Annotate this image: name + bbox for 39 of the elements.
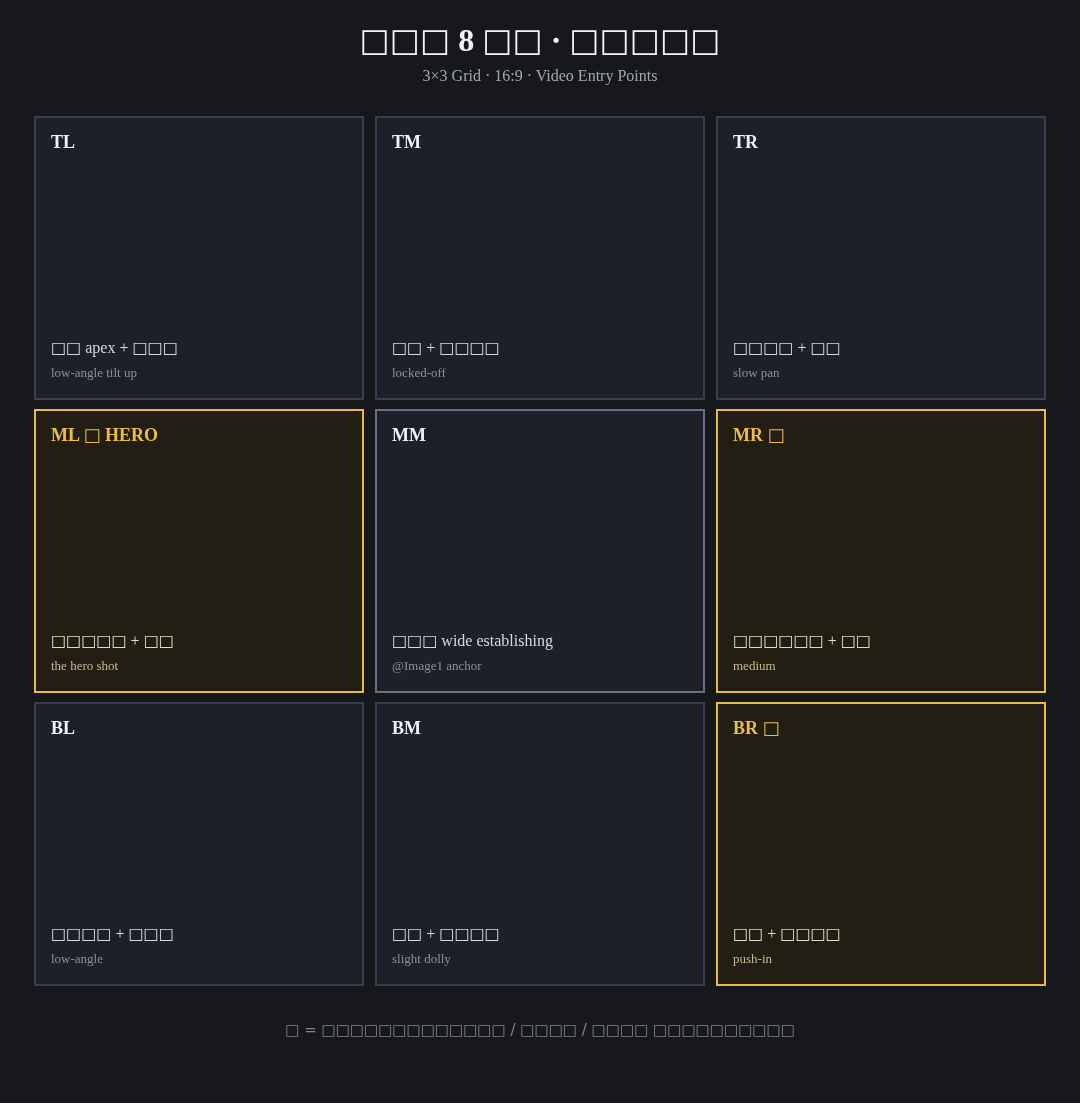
title: □□□ 8 □□ · □□□□□ xyxy=(359,20,721,60)
shot-card xyxy=(716,409,1046,693)
shot-description: □□□□ + □□ xyxy=(733,337,841,359)
cell-label: MM xyxy=(392,424,426,447)
shot-description: □□ + □□□□ xyxy=(392,923,500,945)
subtitle: 3×3 Grid · 16:9 · Video Entry Points xyxy=(422,66,658,87)
shot-description: □□ + □□□□ xyxy=(733,923,841,945)
cell-label: TM xyxy=(392,131,421,154)
camera-move: low-angle tilt up xyxy=(51,364,137,382)
shot-description: □□□□□□ + □□ xyxy=(733,630,871,652)
shot-card xyxy=(716,702,1046,986)
camera-move: locked-off xyxy=(392,364,446,382)
shot-card xyxy=(375,409,705,693)
shot-description: □□ apex + □□□ xyxy=(51,337,178,359)
cell-label: TL xyxy=(51,131,75,154)
shot-description: □□□□ + □□□ xyxy=(51,923,174,945)
shot-card xyxy=(716,116,1046,400)
shot-card xyxy=(34,702,364,986)
cell-label: BL xyxy=(51,717,75,740)
cell-label: BM xyxy=(392,717,421,740)
camera-move: medium xyxy=(733,657,776,675)
camera-move: slow pan xyxy=(733,364,780,382)
camera-move: the hero shot xyxy=(51,657,119,675)
shot-card xyxy=(34,409,364,693)
camera-move: low-angle xyxy=(51,950,103,968)
shot-description: □□□ wide establishing xyxy=(392,630,553,652)
shot-card xyxy=(375,116,705,400)
shot-description: □□ + □□□□ xyxy=(392,337,500,359)
camera-move: slight dolly xyxy=(392,950,451,968)
shot-card xyxy=(34,116,364,400)
camera-move: push-in xyxy=(733,950,772,968)
cell-label: MR □ xyxy=(733,423,785,447)
footnote: □ = □□□□□□□□□□□□□ / □□□□ / □□□□ □□□□□□□□□□ xyxy=(285,1020,795,1041)
cell-label: TR xyxy=(733,131,758,154)
cell-label: BR □ xyxy=(733,716,780,740)
shot-card xyxy=(375,702,705,986)
cell-label: ML □ HERO xyxy=(51,423,159,447)
camera-move: @Image1 anchor xyxy=(392,657,482,675)
shot-description: □□□□□ + □□ xyxy=(51,630,174,652)
